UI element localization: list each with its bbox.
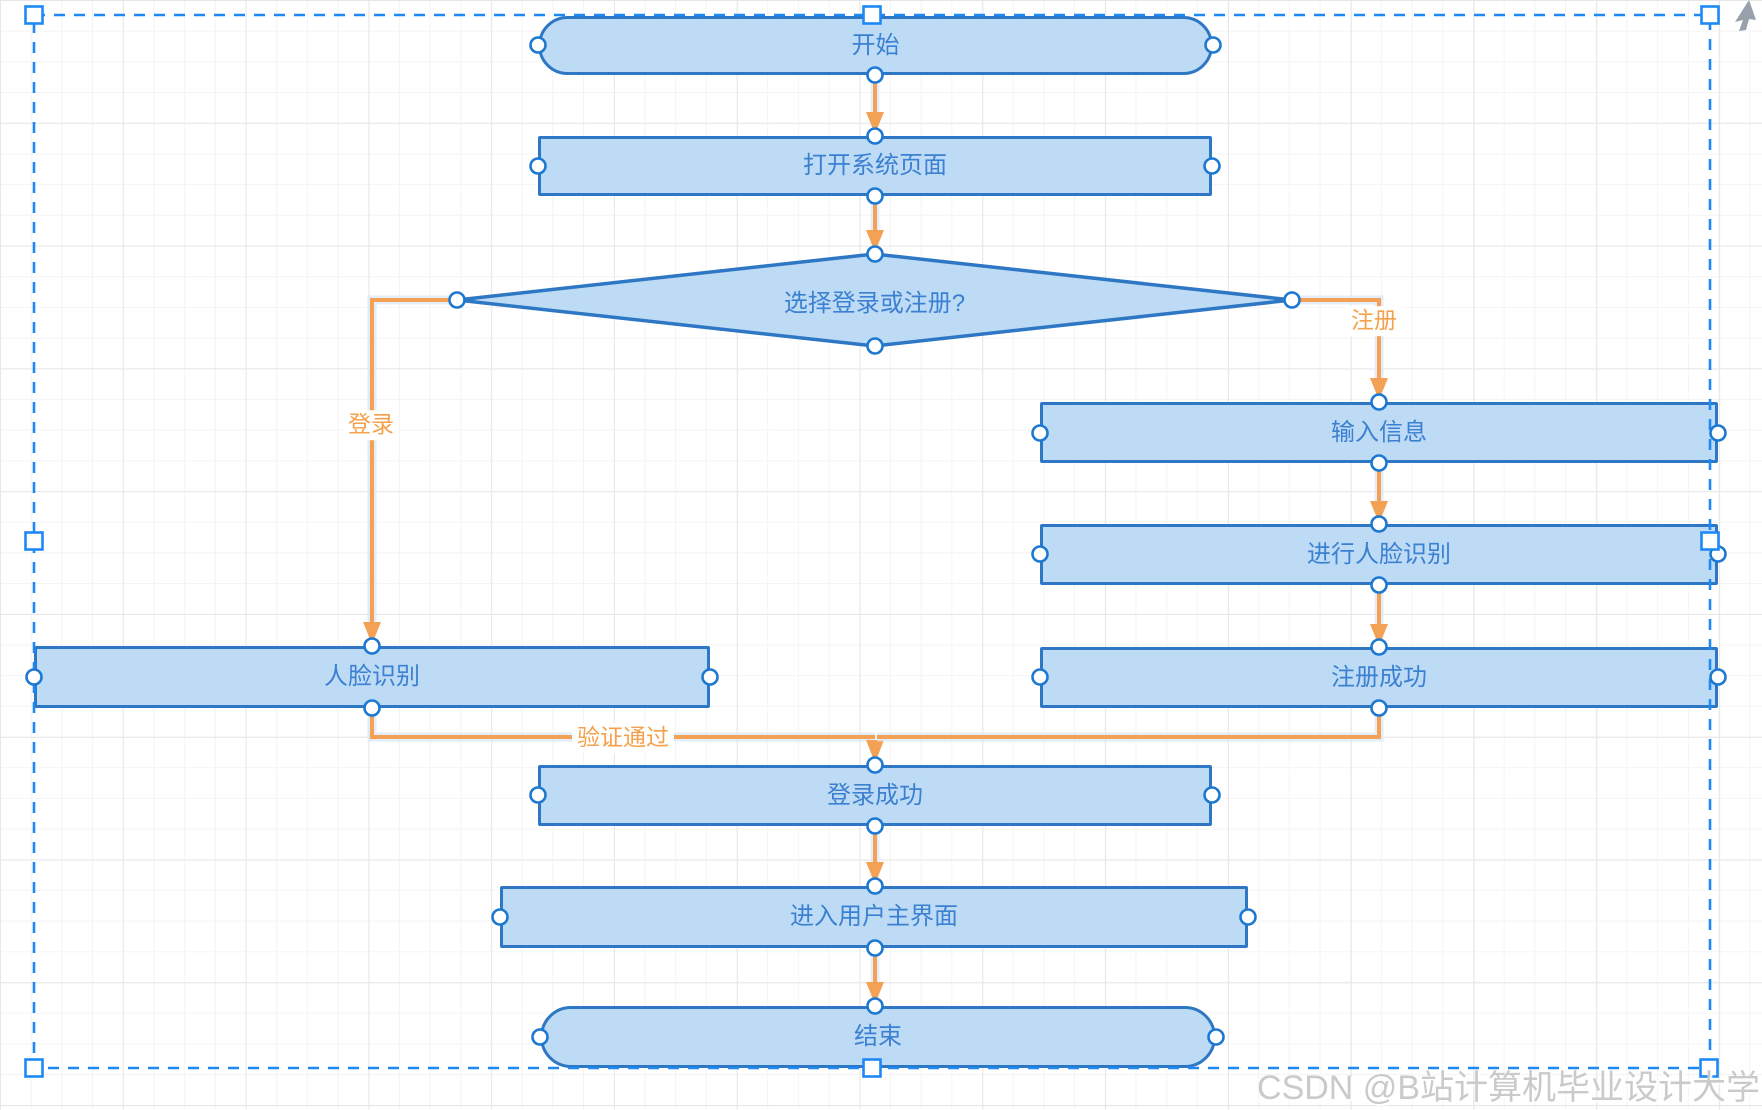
connection-point[interactable] (866, 66, 884, 84)
node-end-label: 结束 (854, 1023, 902, 1050)
node-choose-login-or-register-label: 选择登录或注册? (783, 289, 966, 317)
connection-point[interactable] (529, 786, 547, 804)
edge-label-register: 注册 (1346, 306, 1402, 336)
selection-handle-sw[interactable] (24, 1058, 44, 1078)
connection-point[interactable] (866, 245, 884, 263)
connection-point[interactable] (531, 1028, 549, 1046)
selection-handle-se[interactable] (1699, 1058, 1719, 1078)
connection-point[interactable] (1203, 157, 1221, 175)
connection-point[interactable] (1031, 668, 1049, 686)
node-face-recognition-label: 人脸识别 (324, 663, 420, 690)
selection-rectangle (32, 13, 1712, 1070)
edge-decision-to-input-info[interactable] (1292, 295, 1388, 400)
selection-handles (24, 5, 1720, 1078)
csdn-watermark: CSDN @B站计算机毕业设计大学 (1257, 1069, 1760, 1107)
connection-point[interactable] (866, 756, 884, 774)
edge-input-info-to-do-face[interactable] (1370, 463, 1388, 523)
node-do-face-recognition-label: 进行人脸识别 (1307, 540, 1451, 568)
connection-point[interactable] (491, 908, 509, 926)
edge-do-face-to-register-success[interactable] (1370, 585, 1388, 646)
connection-point[interactable] (1031, 545, 1049, 563)
connection-point[interactable] (448, 291, 466, 309)
connection-point[interactable] (1709, 424, 1727, 442)
selection-handle-ne[interactable] (1700, 5, 1720, 25)
edge-face-recognition-to-login-success[interactable] (367, 708, 884, 763)
connection-point[interactable] (1370, 393, 1388, 411)
connection-point[interactable] (1204, 36, 1222, 54)
node-choose-login-or-register[interactable]: 选择登录或注册? (456, 252, 1293, 348)
connection-point[interactable] (866, 877, 884, 895)
connection-point[interactable] (1031, 424, 1049, 442)
node-start-label: 开始 (851, 31, 900, 59)
edge-start-to-open-page[interactable] (866, 75, 884, 134)
node-open-system-page-label: 打开系统页面 (803, 152, 947, 179)
connection-point[interactable] (701, 668, 719, 686)
connection-point[interactable] (866, 817, 884, 835)
connection-point[interactable] (529, 36, 547, 54)
connection-point[interactable] (866, 127, 884, 145)
connection-point[interactable] (1203, 786, 1221, 804)
connection-point[interactable] (866, 997, 884, 1015)
connection-points (25, 36, 1727, 1046)
connection-point[interactable] (363, 699, 381, 717)
node-register-success-label: 注册成功 (1331, 663, 1427, 691)
connection-point[interactable] (1370, 515, 1388, 533)
connection-point[interactable] (1283, 291, 1301, 309)
selection-handle-n[interactable] (862, 5, 882, 25)
connection-point[interactable] (1239, 908, 1257, 926)
node-login-success-label: 登录成功 (827, 781, 923, 809)
connection-point[interactable] (1207, 1028, 1225, 1046)
connection-point[interactable] (1370, 699, 1388, 717)
edge-decision-to-face-recognition[interactable] (363, 295, 457, 644)
connection-point[interactable] (1709, 668, 1727, 686)
edge-label-verified: 验证通过 (572, 723, 674, 753)
connection-point[interactable] (363, 637, 381, 655)
node-enter-user-main-ui-label: 进入用户主界面 (790, 903, 958, 930)
connection-point[interactable] (1370, 454, 1388, 472)
selection-handle-nw[interactable] (24, 5, 44, 25)
connection-point[interactable] (866, 939, 884, 957)
selection-handle-s[interactable] (862, 1058, 882, 1078)
connection-point[interactable] (866, 337, 884, 355)
selection-handle-e[interactable] (1700, 531, 1720, 551)
edge-register-success-to-login-success[interactable] (877, 708, 1384, 742)
edge-label-login: 登录 (343, 410, 399, 440)
connection-point[interactable] (1370, 576, 1388, 594)
connection-point[interactable] (1370, 638, 1388, 656)
connection-point[interactable] (866, 187, 884, 205)
connection-point[interactable] (529, 157, 547, 175)
selection-handle-w[interactable] (24, 531, 44, 551)
mouse-cursor-icon (1735, 0, 1756, 31)
connection-point[interactable] (25, 668, 43, 686)
node-input-info-label: 输入信息 (1331, 418, 1427, 446)
